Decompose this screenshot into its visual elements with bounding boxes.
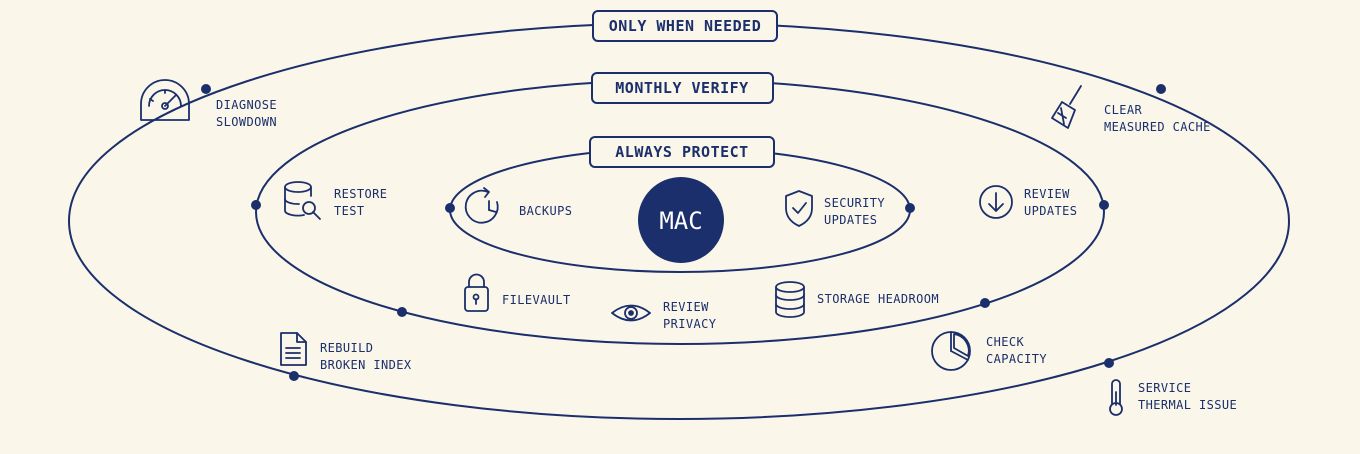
svg-text:ONLY WHEN NEEDED: ONLY WHEN NEEDED [609, 17, 762, 35]
pie-chart-icon [931, 331, 971, 371]
ring-title-monthly-verify: MONTHLY VERIFY [591, 72, 774, 104]
lock-icon [464, 273, 489, 312]
orbit-dot [445, 203, 455, 213]
item-clear-measured-cache: CLEAR MEASURED CACHE [1104, 103, 1211, 134]
item-restore-test: RESTORE TEST [334, 187, 388, 218]
orbit-dot [201, 84, 211, 94]
svg-text:MAC: MAC [659, 207, 702, 235]
broom-icon [1051, 85, 1082, 129]
orbit-dot [1104, 358, 1114, 368]
orbit-dot [980, 298, 990, 308]
orbit-dot [289, 371, 299, 381]
item-review-updates: REVIEW UPDATES [1024, 187, 1078, 218]
orbit-dot [1099, 200, 1109, 210]
item-filevault: FILEVAULT [502, 293, 571, 307]
item-backups: BACKUPS [519, 204, 573, 218]
center-node: MAC [638, 177, 724, 263]
ring-title-only-when-needed: ONLY WHEN NEEDED [592, 10, 778, 42]
gauge-icon [140, 79, 190, 121]
item-diagnose-slowdown: DIAGNOSE SLOWDOWN [216, 98, 277, 129]
database-search-icon [284, 181, 321, 220]
orbit-dot [251, 200, 261, 210]
item-storage-headroom: STORAGE HEADROOM [817, 292, 939, 306]
svg-text:ALWAYS PROTECT: ALWAYS PROTECT [615, 143, 748, 161]
orbit-dot [397, 307, 407, 317]
shield-check-icon [785, 190, 813, 227]
ring-title-always-protect: ALWAYS PROTECT [589, 136, 775, 168]
item-review-privacy: REVIEW PRIVACY [663, 300, 717, 331]
item-security-updates: SECURITY UPDATES [824, 196, 885, 227]
item-check-capacity: CHECK CAPACITY [986, 335, 1047, 366]
database-icon [775, 281, 805, 318]
orbit-dot [905, 203, 915, 213]
svg-text:MONTHLY VERIFY: MONTHLY VERIFY [615, 79, 748, 97]
thermometer-icon [1109, 379, 1123, 416]
document-icon [280, 332, 307, 366]
download-circle-icon [979, 185, 1013, 219]
clock-icon [464, 187, 499, 224]
item-service-thermal-issue: SERVICE THERMAL ISSUE [1138, 381, 1238, 412]
item-rebuild-broken-index: REBUILD BROKEN INDEX [320, 341, 412, 372]
eye-icon [611, 304, 651, 322]
orbit-dot [1156, 84, 1166, 94]
